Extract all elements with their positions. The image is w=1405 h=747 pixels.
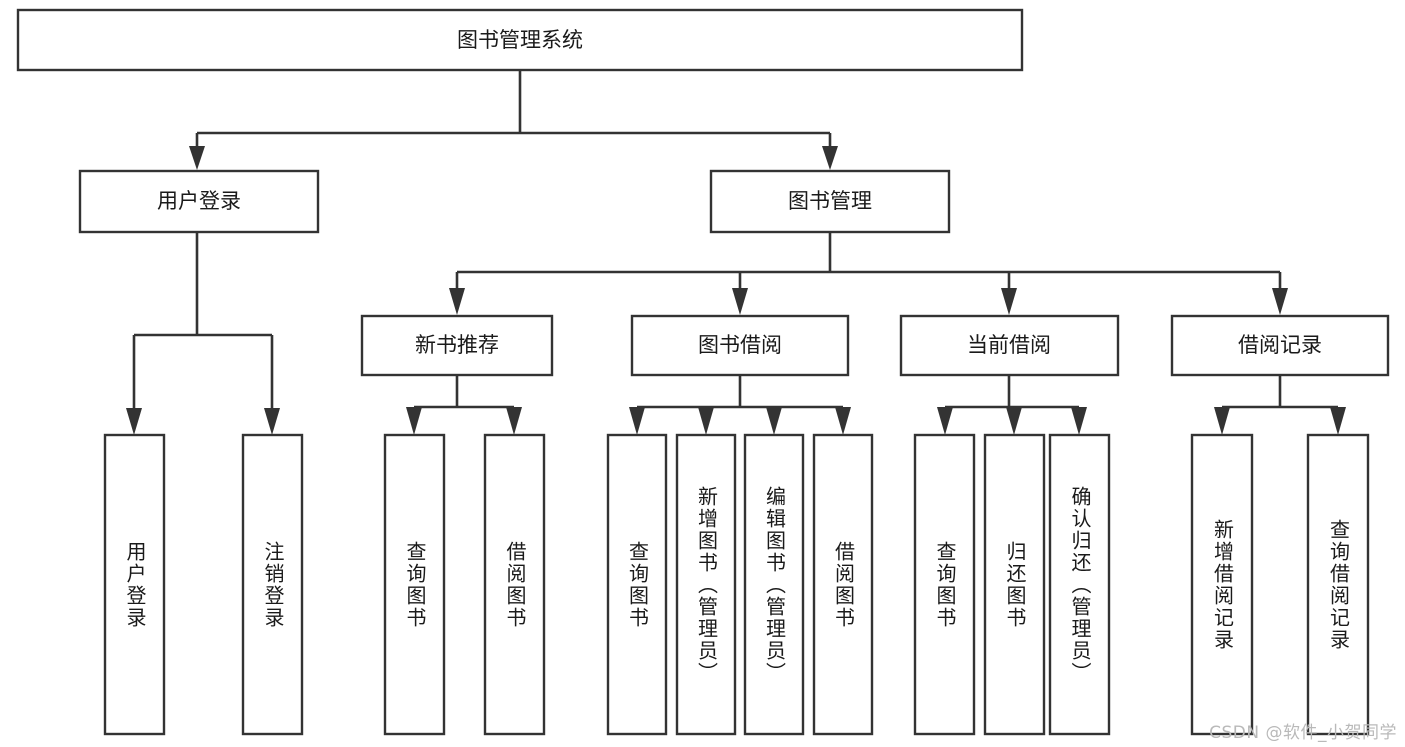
arrow-head-book-mgmt	[822, 146, 838, 170]
leaf-user-login-1-box[interactable]	[103, 433, 166, 736]
node-new-book-recommend-box[interactable]	[360, 314, 554, 377]
leaf-current-borrow-3-label: 确认归还（管理员）	[1068, 485, 1092, 684]
node-user-login-box[interactable]	[78, 169, 320, 234]
leaf-borrow-records-2[interactable]: 查询借阅记录	[1306, 433, 1370, 736]
leaf-new-book-1[interactable]: 查询图书	[383, 433, 446, 736]
leaf-book-borrow-3[interactable]: 编辑图书（管理员）	[743, 433, 805, 736]
leaf-borrow-records-1-box[interactable]	[1190, 433, 1254, 736]
leaf-user-login-2-label-wrap: 注销登录	[261, 540, 285, 629]
arrow-head-user-login	[189, 146, 205, 170]
leaf-current-borrow-1-label-wrap: 查询图书	[933, 540, 957, 629]
leaf-user-login-1-label-wrap: 用户登录	[123, 540, 147, 629]
node-root[interactable]: 图书管理系统	[16, 8, 1024, 72]
leaf-borrow-records-2-label-wrap: 查询借阅记录	[1326, 518, 1351, 651]
leaf-current-borrow-2[interactable]: 归还图书	[983, 433, 1046, 736]
arrow-head-current-borrow	[1001, 288, 1017, 315]
arrow-head-leaf-records-2	[1330, 407, 1346, 435]
leaf-book-borrow-4-label: 借阅图书	[831, 540, 856, 629]
node-current-borrow-box[interactable]	[899, 314, 1120, 377]
leaf-current-borrow-1-label: 查询图书	[933, 540, 957, 629]
leaf-new-book-2-label-wrap: 借阅图书	[503, 540, 527, 629]
node-new-book-recommend[interactable]: 新书推荐	[360, 314, 554, 377]
leaf-book-borrow-4-label-wrap: 借阅图书	[831, 540, 856, 629]
leaf-current-borrow-2-label-wrap: 归还图书	[1003, 540, 1027, 629]
arrow-head-leaf-borrow-4	[835, 407, 851, 435]
node-book-borrow[interactable]: 图书借阅	[630, 314, 850, 377]
leaf-user-login-2-label: 注销登录	[261, 540, 285, 629]
leaf-current-borrow-2-label: 归还图书	[1003, 540, 1027, 629]
arrow-head-leaf-user-login-1	[126, 408, 142, 435]
node-book-management-box[interactable]	[709, 169, 951, 234]
arrow-head-leaf-new-book-1	[406, 407, 422, 435]
leaf-book-borrow-4[interactable]: 借阅图书	[812, 433, 874, 736]
node-new-book-recommend-label: 新书推荐	[415, 333, 499, 357]
leaf-new-book-2-label: 借阅图书	[503, 540, 527, 629]
leaf-borrow-records-1-label-wrap: 新增借阅记录	[1210, 518, 1235, 651]
leaf-new-book-1-box[interactable]	[383, 433, 446, 736]
node-borrow-records[interactable]: 借阅记录	[1170, 314, 1390, 377]
leaf-current-borrow-1-box[interactable]	[913, 433, 976, 736]
node-borrow-records-box[interactable]	[1170, 314, 1390, 377]
leaf-new-book-2-box[interactable]	[483, 433, 546, 736]
leaf-borrow-records-1[interactable]: 新增借阅记录	[1190, 433, 1254, 736]
node-book-borrow-box[interactable]	[630, 314, 850, 377]
node-user-login-label: 用户登录	[157, 189, 241, 213]
leaf-book-borrow-3-label: 编辑图书（管理员）	[762, 485, 787, 684]
leaf-book-borrow-2-label: 新增图书（管理员）	[694, 485, 719, 684]
arrow-head-new-book	[449, 288, 465, 315]
leaf-borrow-records-2-label: 查询借阅记录	[1326, 518, 1351, 651]
leaf-book-borrow-2-label-wrap: 新增图书（管理员）	[694, 485, 719, 684]
leaf-book-borrow-1-label: 查询图书	[625, 540, 650, 629]
leaf-new-book-1-label-wrap: 查询图书	[403, 540, 427, 629]
leaf-current-borrow-3-label-wrap: 确认归还（管理员）	[1068, 485, 1092, 684]
leaf-user-login-1-label: 用户登录	[123, 540, 147, 629]
node-root-box[interactable]	[16, 8, 1024, 72]
leaf-current-borrow-3-box[interactable]	[1048, 433, 1111, 736]
leaf-book-borrow-2[interactable]: 新增图书（管理员）	[675, 433, 737, 736]
leaf-book-borrow-1-box[interactable]	[606, 433, 668, 736]
node-current-borrow[interactable]: 当前借阅	[899, 314, 1120, 377]
arrow-head-borrow-records	[1272, 288, 1288, 315]
arrow-head-leaf-borrow-1	[629, 407, 645, 435]
arrow-head-book-borrow	[732, 288, 748, 315]
leaf-borrow-records-1-label: 新增借阅记录	[1210, 518, 1235, 651]
leaf-book-borrow-1-label-wrap: 查询图书	[625, 540, 650, 629]
arrow-head-leaf-user-login-2	[264, 408, 280, 435]
node-root-label: 图书管理系统	[457, 28, 583, 52]
leaf-current-borrow-3[interactable]: 确认归还（管理员）	[1048, 433, 1111, 736]
node-book-management[interactable]: 图书管理	[709, 169, 951, 234]
leaf-new-book-2[interactable]: 借阅图书	[483, 433, 546, 736]
leaf-user-login-2[interactable]: 注销登录	[241, 433, 304, 736]
arrow-head-leaf-records-1	[1214, 407, 1230, 435]
leaf-new-book-1-label: 查询图书	[403, 540, 427, 629]
leaf-current-borrow-2-box[interactable]	[983, 433, 1046, 736]
arrow-head-leaf-current-2	[1006, 407, 1022, 435]
arrow-head-leaf-current-3	[1071, 407, 1087, 435]
leaf-user-login-2-box[interactable]	[241, 433, 304, 736]
leaf-current-borrow-1[interactable]: 查询图书	[913, 433, 976, 736]
connector-layer	[126, 70, 1346, 435]
node-current-borrow-label: 当前借阅	[967, 333, 1051, 357]
leaf-book-borrow-1[interactable]: 查询图书	[606, 433, 668, 736]
leaf-book-borrow-3-box[interactable]	[743, 433, 805, 736]
arrow-head-leaf-borrow-3	[766, 407, 782, 435]
node-user-login[interactable]: 用户登录	[78, 169, 320, 234]
leaf-book-borrow-2-box[interactable]	[675, 433, 737, 736]
arrow-head-leaf-borrow-2	[698, 407, 714, 435]
leaf-book-borrow-4-box[interactable]	[812, 433, 874, 736]
leaf-book-borrow-3-label-wrap: 编辑图书（管理员）	[762, 485, 787, 684]
node-borrow-records-label: 借阅记录	[1238, 333, 1322, 357]
leaf-borrow-records-2-box[interactable]	[1306, 433, 1370, 736]
node-book-management-label: 图书管理	[788, 189, 872, 213]
leaf-user-login-1[interactable]: 用户登录	[103, 433, 166, 736]
node-book-borrow-label: 图书借阅	[698, 333, 782, 357]
arrow-head-leaf-current-1	[937, 407, 953, 435]
arrow-head-leaf-new-book-2	[506, 407, 522, 435]
